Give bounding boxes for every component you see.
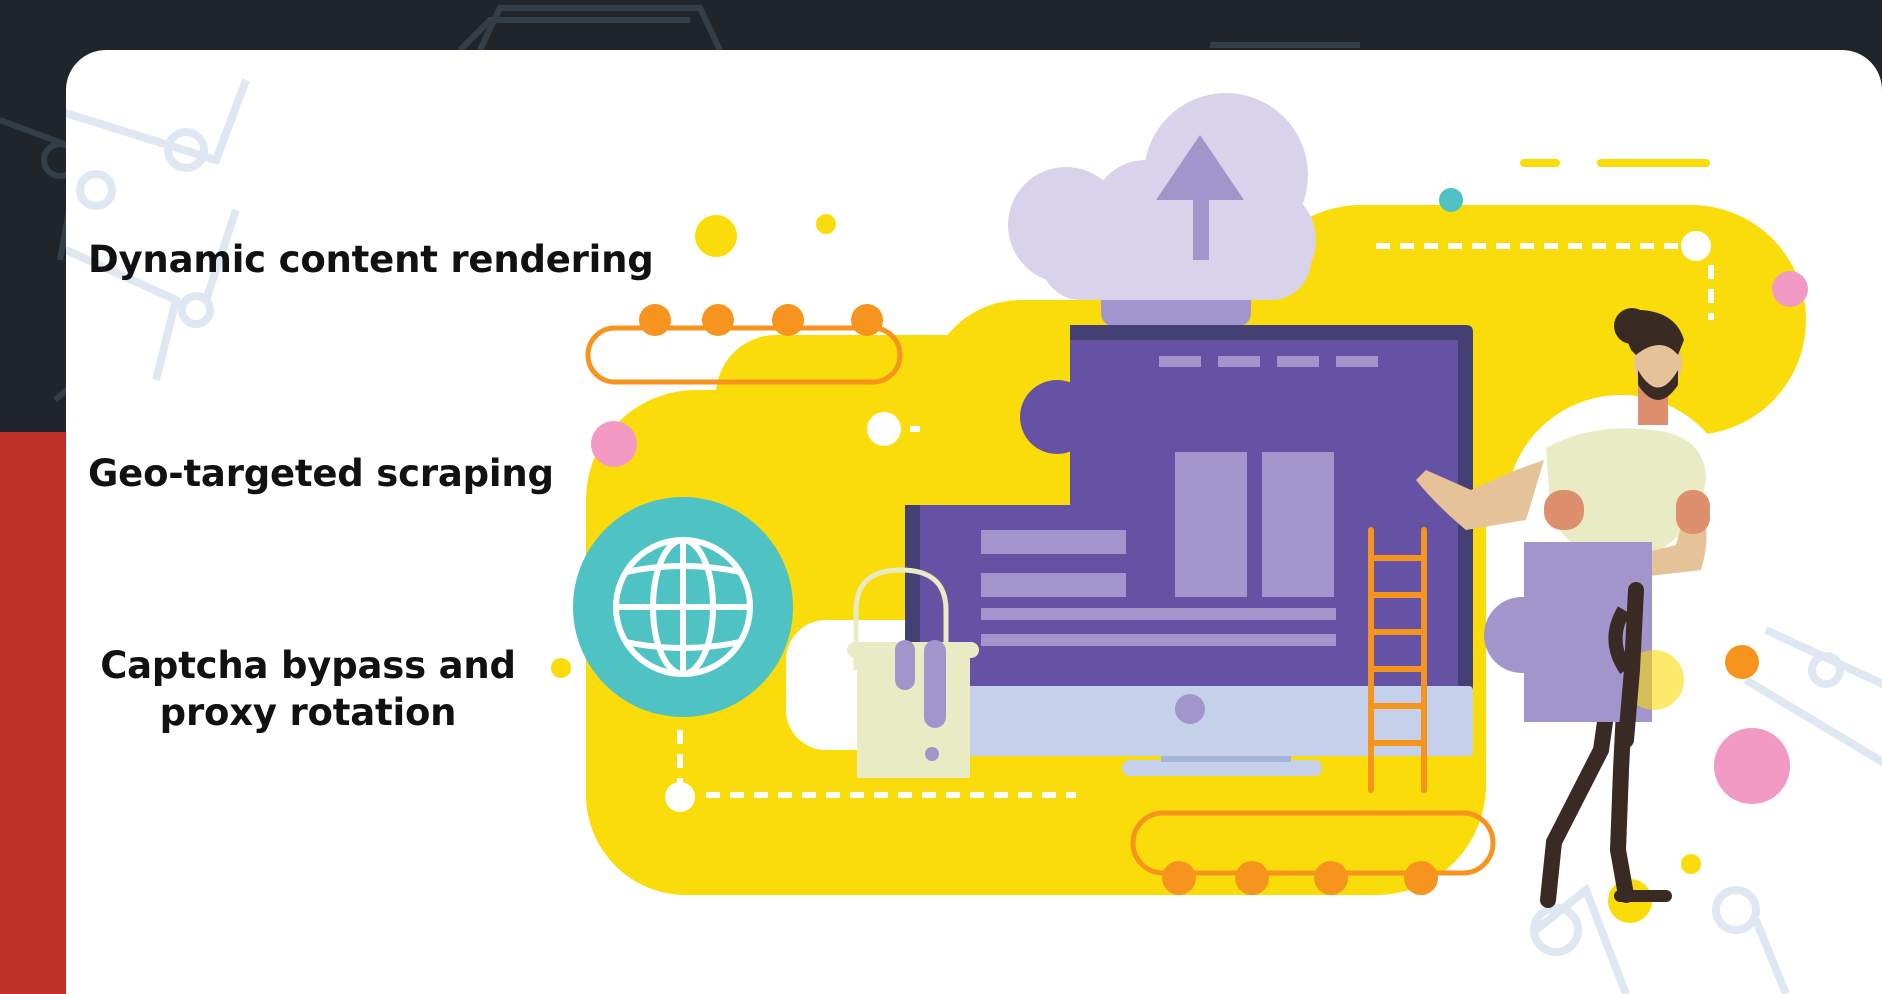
orange-tube-decoration	[585, 304, 903, 385]
ladder-icon	[1368, 527, 1427, 793]
feature-captcha-bypass-proxy-rotation: Captcha bypass and proxy rotation	[100, 644, 516, 734]
paint-bucket-icon	[847, 567, 979, 778]
orange-tube-decoration-bottom	[1130, 810, 1496, 895]
cloud-upload-icon	[1008, 93, 1316, 327]
person-figure	[1416, 308, 1710, 908]
globe-icon	[573, 497, 793, 717]
feature-dynamic-content-rendering: Dynamic content rendering	[88, 238, 654, 281]
web-scraping-illustration	[66, 78, 1882, 994]
monitor-icon	[905, 325, 1473, 776]
circuit-lines-decoration	[66, 78, 1882, 994]
feature-geo-targeted-scraping: Geo-targeted scraping	[88, 452, 554, 495]
content-card: Dynamic content rendering Geo-targeted s…	[66, 50, 1882, 994]
